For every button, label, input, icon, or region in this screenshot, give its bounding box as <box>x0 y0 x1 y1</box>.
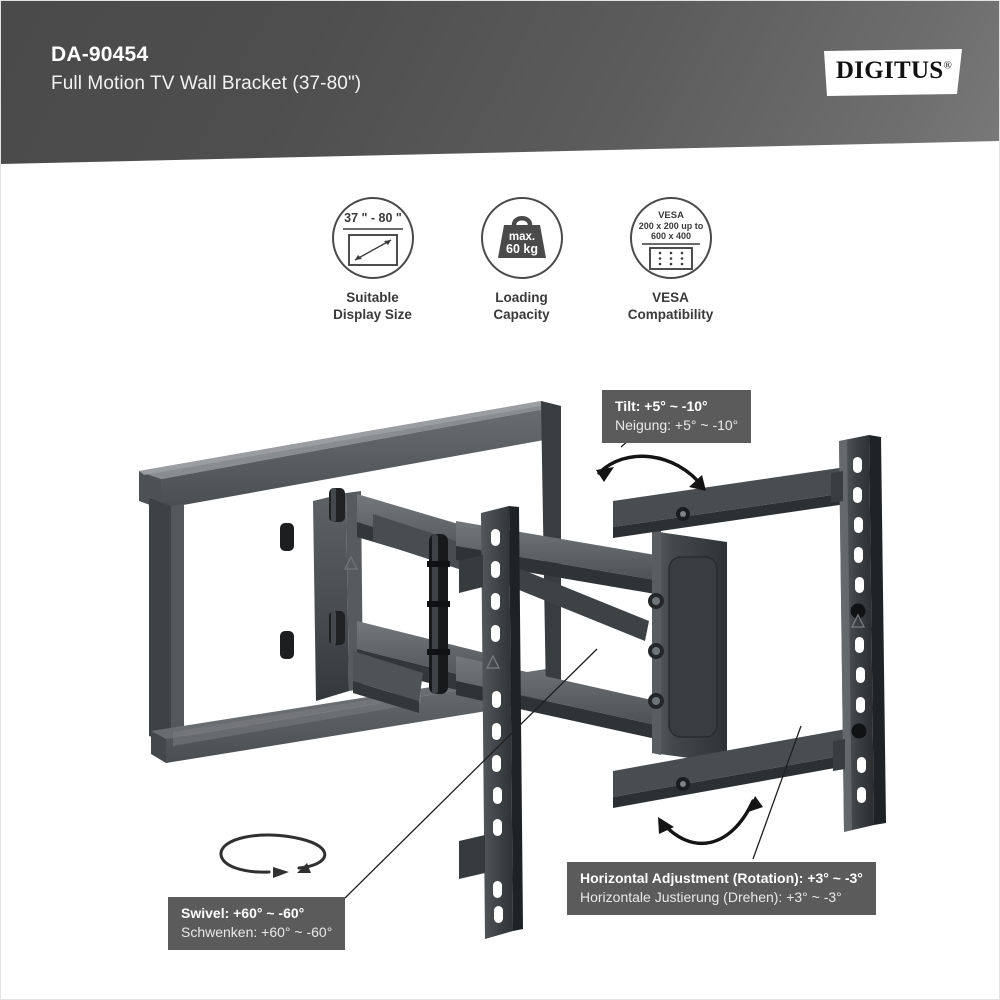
center-pivot-highlight <box>432 534 438 694</box>
feature-label-display-size: Suitable Display Size <box>333 290 412 322</box>
callout-rotation-secondary: Horizontale Justierung (Drehen): +3° ~ -… <box>580 888 842 905</box>
display-size-range-text: 37 " - 80 " <box>344 211 402 225</box>
tilt-housing-bolt-group <box>648 593 664 709</box>
vesa-plate-slot-group <box>491 529 503 923</box>
wall-plate-large-hole-lower <box>851 723 867 739</box>
wall-rail-lower-face <box>613 729 846 797</box>
center-pivot-ring-1 <box>427 561 450 567</box>
wall-plate-highlight <box>839 440 852 832</box>
weight-glyph: max. 60 kg <box>497 216 546 258</box>
weight-max-text: max. <box>508 231 534 243</box>
feature-vesa-compatibility: VESA 200 x 200 up to 600 x 400 VESA Comp… <box>617 197 724 324</box>
wall-rail-lower-shadow <box>613 755 846 808</box>
feature-label-vesa: VESA Compatibility <box>627 290 714 322</box>
left-post-side <box>149 498 171 743</box>
hinge-barrel-aux-lower <box>280 631 294 659</box>
vesa-max-text: 600 x 400 <box>650 231 690 241</box>
upper-rail-highlight <box>139 401 546 475</box>
vesa-plate-body <box>481 506 513 939</box>
header-title-block: DA-90454 Full Motion TV Wall Bracket (37… <box>51 43 361 96</box>
vesa-plate-edge <box>509 506 523 931</box>
wall-plate-edge <box>869 435 886 825</box>
product-code: DA-90454 <box>51 43 149 66</box>
logo-background-shape <box>824 49 962 96</box>
loading-capacity-icon: max. 60 kg <box>480 197 563 279</box>
feature-loading-capacity: max. 60 kg Loading Capacity <box>468 197 575 324</box>
callout-tilt: Tilt: +5° ~ -10° Neigung: +5° ~ -10° <box>602 390 752 443</box>
vesa-glyph: VESA 200 x 200 up to 600 x 400 <box>638 210 703 270</box>
tilt-housing-left-edge <box>652 529 661 755</box>
tilt-mechanism-housing <box>648 529 727 763</box>
left-post-face <box>171 504 184 743</box>
feature-suitable-display-size: 37 " - 80 " Suitable Display Size <box>319 197 426 324</box>
wall-plate-tab-lower <box>833 739 845 771</box>
callout-rotation: Horizontal Adjustment (Rotation): +3° ~ … <box>567 862 876 915</box>
weight-value-text: 60 kg <box>506 242 538 256</box>
wall-rail-lower-bolt-center <box>680 781 686 787</box>
registered-trademark-icon: ® <box>943 59 953 72</box>
display-size-glyph: 37 " - 80 " <box>342 211 403 266</box>
wall-rail-upper-face <box>613 467 846 527</box>
vesa-icon: VESA 200 x 200 up to 600 x 400 <box>629 197 712 279</box>
callout-tilt-secondary: Neigung: +5° ~ -10° <box>615 416 739 433</box>
vesa-plate-hook-lower <box>459 835 485 879</box>
wall-side-rails <box>613 467 846 808</box>
vesa-plate-hook-upper <box>459 555 483 593</box>
tilt-housing-inset-panel <box>668 556 718 738</box>
cable-clip-shadow <box>353 681 419 713</box>
logo-wordmark: DIGITUS® <box>824 58 964 83</box>
leader-line-rotation <box>752 725 802 860</box>
hinge-barrel-aux-upper <box>280 523 294 551</box>
wall-plate-warning-icon <box>850 613 866 628</box>
wall-plate-large-hole-upper <box>850 603 866 619</box>
wall-plate-tab-upper <box>831 471 843 503</box>
upper-rail-front-face <box>161 406 561 509</box>
digitus-logo: DIGITUS® <box>824 49 964 96</box>
leader-line-swivel <box>344 648 598 899</box>
center-pivot-cylinder <box>429 534 448 694</box>
center-pivot-ring-3 <box>427 649 450 655</box>
product-name: Full Motion TV Wall Bracket (37-80") <box>51 73 362 95</box>
display-size-icon: 37 " - 80 " <box>331 197 414 279</box>
hinge-barrel-lower-left-highlight <box>331 611 336 645</box>
wall-rail-upper-bolt-center <box>680 511 686 517</box>
wall-plate-slot-group <box>853 457 866 803</box>
wall-rail-upper-shadow <box>613 493 846 538</box>
lower-rail-highlight <box>173 691 421 746</box>
extension-arm-brace <box>497 561 649 641</box>
feature-icon-row: 37 " - 80 " Suitable Display Size max. 6… <box>319 197 724 324</box>
hinge-plate-rear <box>313 493 349 701</box>
vesa-min-text: 200 x 200 up to <box>638 221 703 231</box>
callout-rotation-primary: Horizontal Adjustment (Rotation): +3° ~ … <box>580 870 863 886</box>
vesa-plate-warning-icon <box>485 654 501 669</box>
wall-plate <box>831 435 886 832</box>
callout-tilt-primary: Tilt: +5° ~ -10° <box>615 398 708 414</box>
callout-swivel: Swivel: +60° ~ -60° Schwenken: +60° ~ -6… <box>168 897 346 950</box>
upper-rail-end-cap <box>139 471 161 509</box>
callout-swivel-primary: Swivel: +60° ~ -60° <box>181 905 305 921</box>
logo-brand-text: DIGITUS <box>835 57 944 84</box>
warning-triangle-icon <box>343 555 359 570</box>
vesa-title-text: VESA <box>658 210 684 221</box>
lower-rail-end-cap <box>151 731 166 763</box>
vesa-hole-pattern <box>658 251 683 266</box>
cable-clip <box>353 651 423 701</box>
feature-label-loading-capacity: Loading Capacity <box>493 290 550 322</box>
hinge-barrel-upper-left-highlight <box>331 488 336 522</box>
center-pivot-ring-2 <box>427 601 450 607</box>
callout-swivel-secondary: Schwenken: +60° ~ -60° <box>181 923 333 940</box>
vesa-display-plate <box>459 506 523 939</box>
